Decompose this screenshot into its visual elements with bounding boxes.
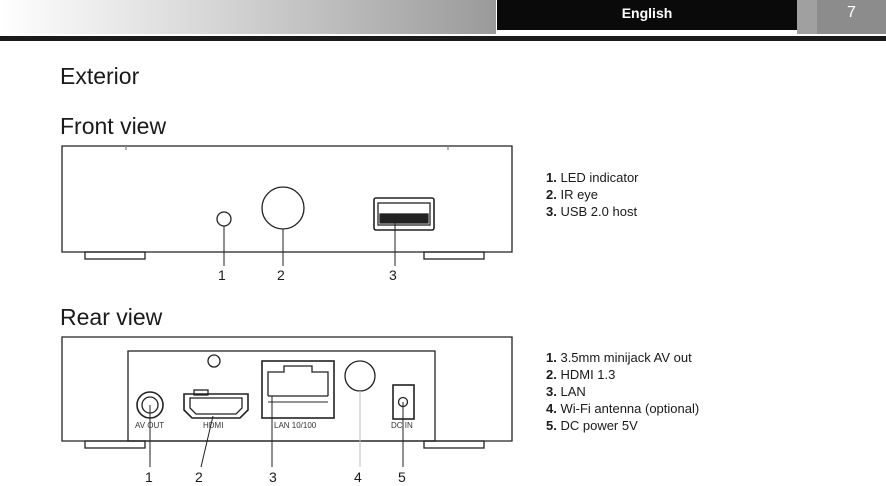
front-legend-item: 1. LED indicator: [546, 170, 639, 185]
usb-port-inner: [377, 202, 431, 226]
front-legend-item: 3. USB 2.0 host: [546, 204, 638, 219]
rear-legend-item: 4. Wi-Fi antenna (optional): [546, 401, 700, 416]
dc-in-label: DC IN: [391, 421, 413, 430]
rear-view-title: Rear view: [60, 304, 163, 330]
header-gradient-band: [0, 0, 496, 34]
rear-callout-4: 4: [354, 469, 362, 485]
usb-port-tongue: [379, 213, 429, 224]
language-tab: English: [497, 0, 797, 30]
page-number: 7: [817, 0, 886, 34]
front-foot-left: [84, 251, 146, 260]
rear-callout-3: 3: [269, 469, 277, 485]
lan-port-icon: [261, 360, 335, 419]
hdmi-tab: [193, 389, 209, 396]
rear-callout-5: 5: [398, 469, 406, 485]
rear-callout-2: 2: [195, 469, 203, 485]
header-rule: [0, 36, 886, 41]
header-separator: [797, 0, 817, 34]
hdmi-label: HDMI: [203, 421, 223, 430]
front-view-title: Front view: [60, 113, 167, 139]
rear-box-body: [61, 336, 513, 442]
front-legend: 1. LED indicator 2. IR eye 3. USB 2.0 ho…: [546, 169, 639, 220]
rear-port-panel: [127, 350, 436, 442]
lan-port-latch: [267, 365, 329, 396]
rear-legend: 1. 3.5mm minijack AV out 2. HDMI 1.3 3. …: [546, 349, 699, 434]
front-callout-2: 2: [277, 267, 285, 283]
front-callout-3: 3: [389, 267, 397, 283]
rear-callout-1: 1: [145, 469, 153, 485]
rear-legend-item: 5. DC power 5V: [546, 418, 638, 433]
screw-hole-icon: [207, 354, 221, 368]
wifi-antenna-icon: [344, 360, 376, 392]
section-title: Exterior: [60, 63, 140, 89]
rear-foot-left: [84, 440, 146, 449]
rear-legend-item: 1. 3.5mm minijack AV out: [546, 350, 692, 365]
hdmi-port-inner: [189, 397, 243, 415]
usb-port-icon: [373, 197, 435, 231]
rear-foot-right: [423, 440, 485, 449]
hdmi-port-icon: [183, 393, 249, 419]
front-legend-item: 2. IR eye: [546, 187, 599, 202]
front-foot-right: [423, 251, 485, 260]
av-out-label: AV OUT: [135, 421, 164, 430]
rear-legend-item: 3. LAN: [546, 384, 586, 399]
rear-legend-item: 2. HDMI 1.3: [546, 367, 616, 382]
front-box-body: [61, 145, 513, 253]
lan-label: LAN 10/100: [274, 421, 317, 430]
front-callout-1: 1: [218, 267, 226, 283]
